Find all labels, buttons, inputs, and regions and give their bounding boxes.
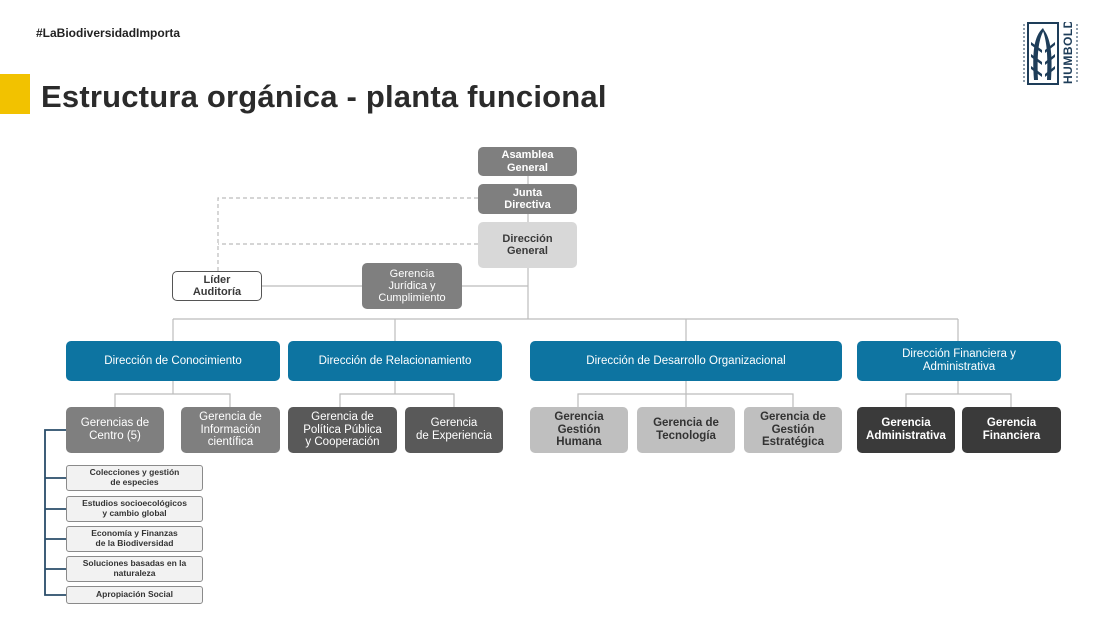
gerencia-estrategica-box: Gerencia de Gestión Estratégica [744,407,842,453]
junta-directiva-box: Junta Directiva [478,184,577,214]
accent-bar [0,74,30,114]
centro-item: Estudios socioecológicos y cambio global [66,496,203,522]
humboldt-logo: HUMBOLDT [1023,22,1078,85]
direccion-desarrollo-box: Dirección de Desarrollo Organizacional [530,341,842,381]
gerencia-tecnologia-box: Gerencia de Tecnología [637,407,735,453]
direccion-relacionamiento-box: Dirección de Relacionamiento [288,341,502,381]
direccion-general-box: Dirección General [478,222,577,268]
gerencia-financiera-box: Gerencia Financiera [962,407,1061,453]
logo-text: HUMBOLDT [1061,22,1075,84]
direccion-financiera-box: Dirección Financiera y Administrativa [857,341,1061,381]
centro-item: Colecciones y gestión de especies [66,465,203,491]
centro-item: Soluciones basadas en la naturaleza [66,556,203,582]
gerencia-informacion-box: Gerencia de Información científica [181,407,280,453]
gerencia-administrativa-box: Gerencia Administrativa [857,407,955,453]
gerencia-politica-box: Gerencia de Política Pública y Cooperaci… [288,407,397,453]
direccion-conocimiento-box: Dirección de Conocimiento [66,341,280,381]
lider-auditoria-box: Líder Auditoría [172,271,262,301]
gerencia-juridica-box: Gerencia Jurídica y Cumplimiento [362,263,462,309]
centro-item: Economía y Finanzas de la Biodiversidad [66,526,203,552]
page-title: Estructura orgánica - planta funcional [41,79,607,114]
gerencias-centro-box: Gerencias de Centro (5) [66,407,164,453]
gerencia-gestion-humana-box: Gerencia Gestión Humana [530,407,628,453]
centro-item: Apropiación Social [66,586,203,604]
gerencia-experiencia-box: Gerencia de Experiencia [405,407,503,453]
asamblea-general-box: Asamblea General [478,147,577,176]
hashtag: #LaBiodiversidadImporta [36,26,181,40]
